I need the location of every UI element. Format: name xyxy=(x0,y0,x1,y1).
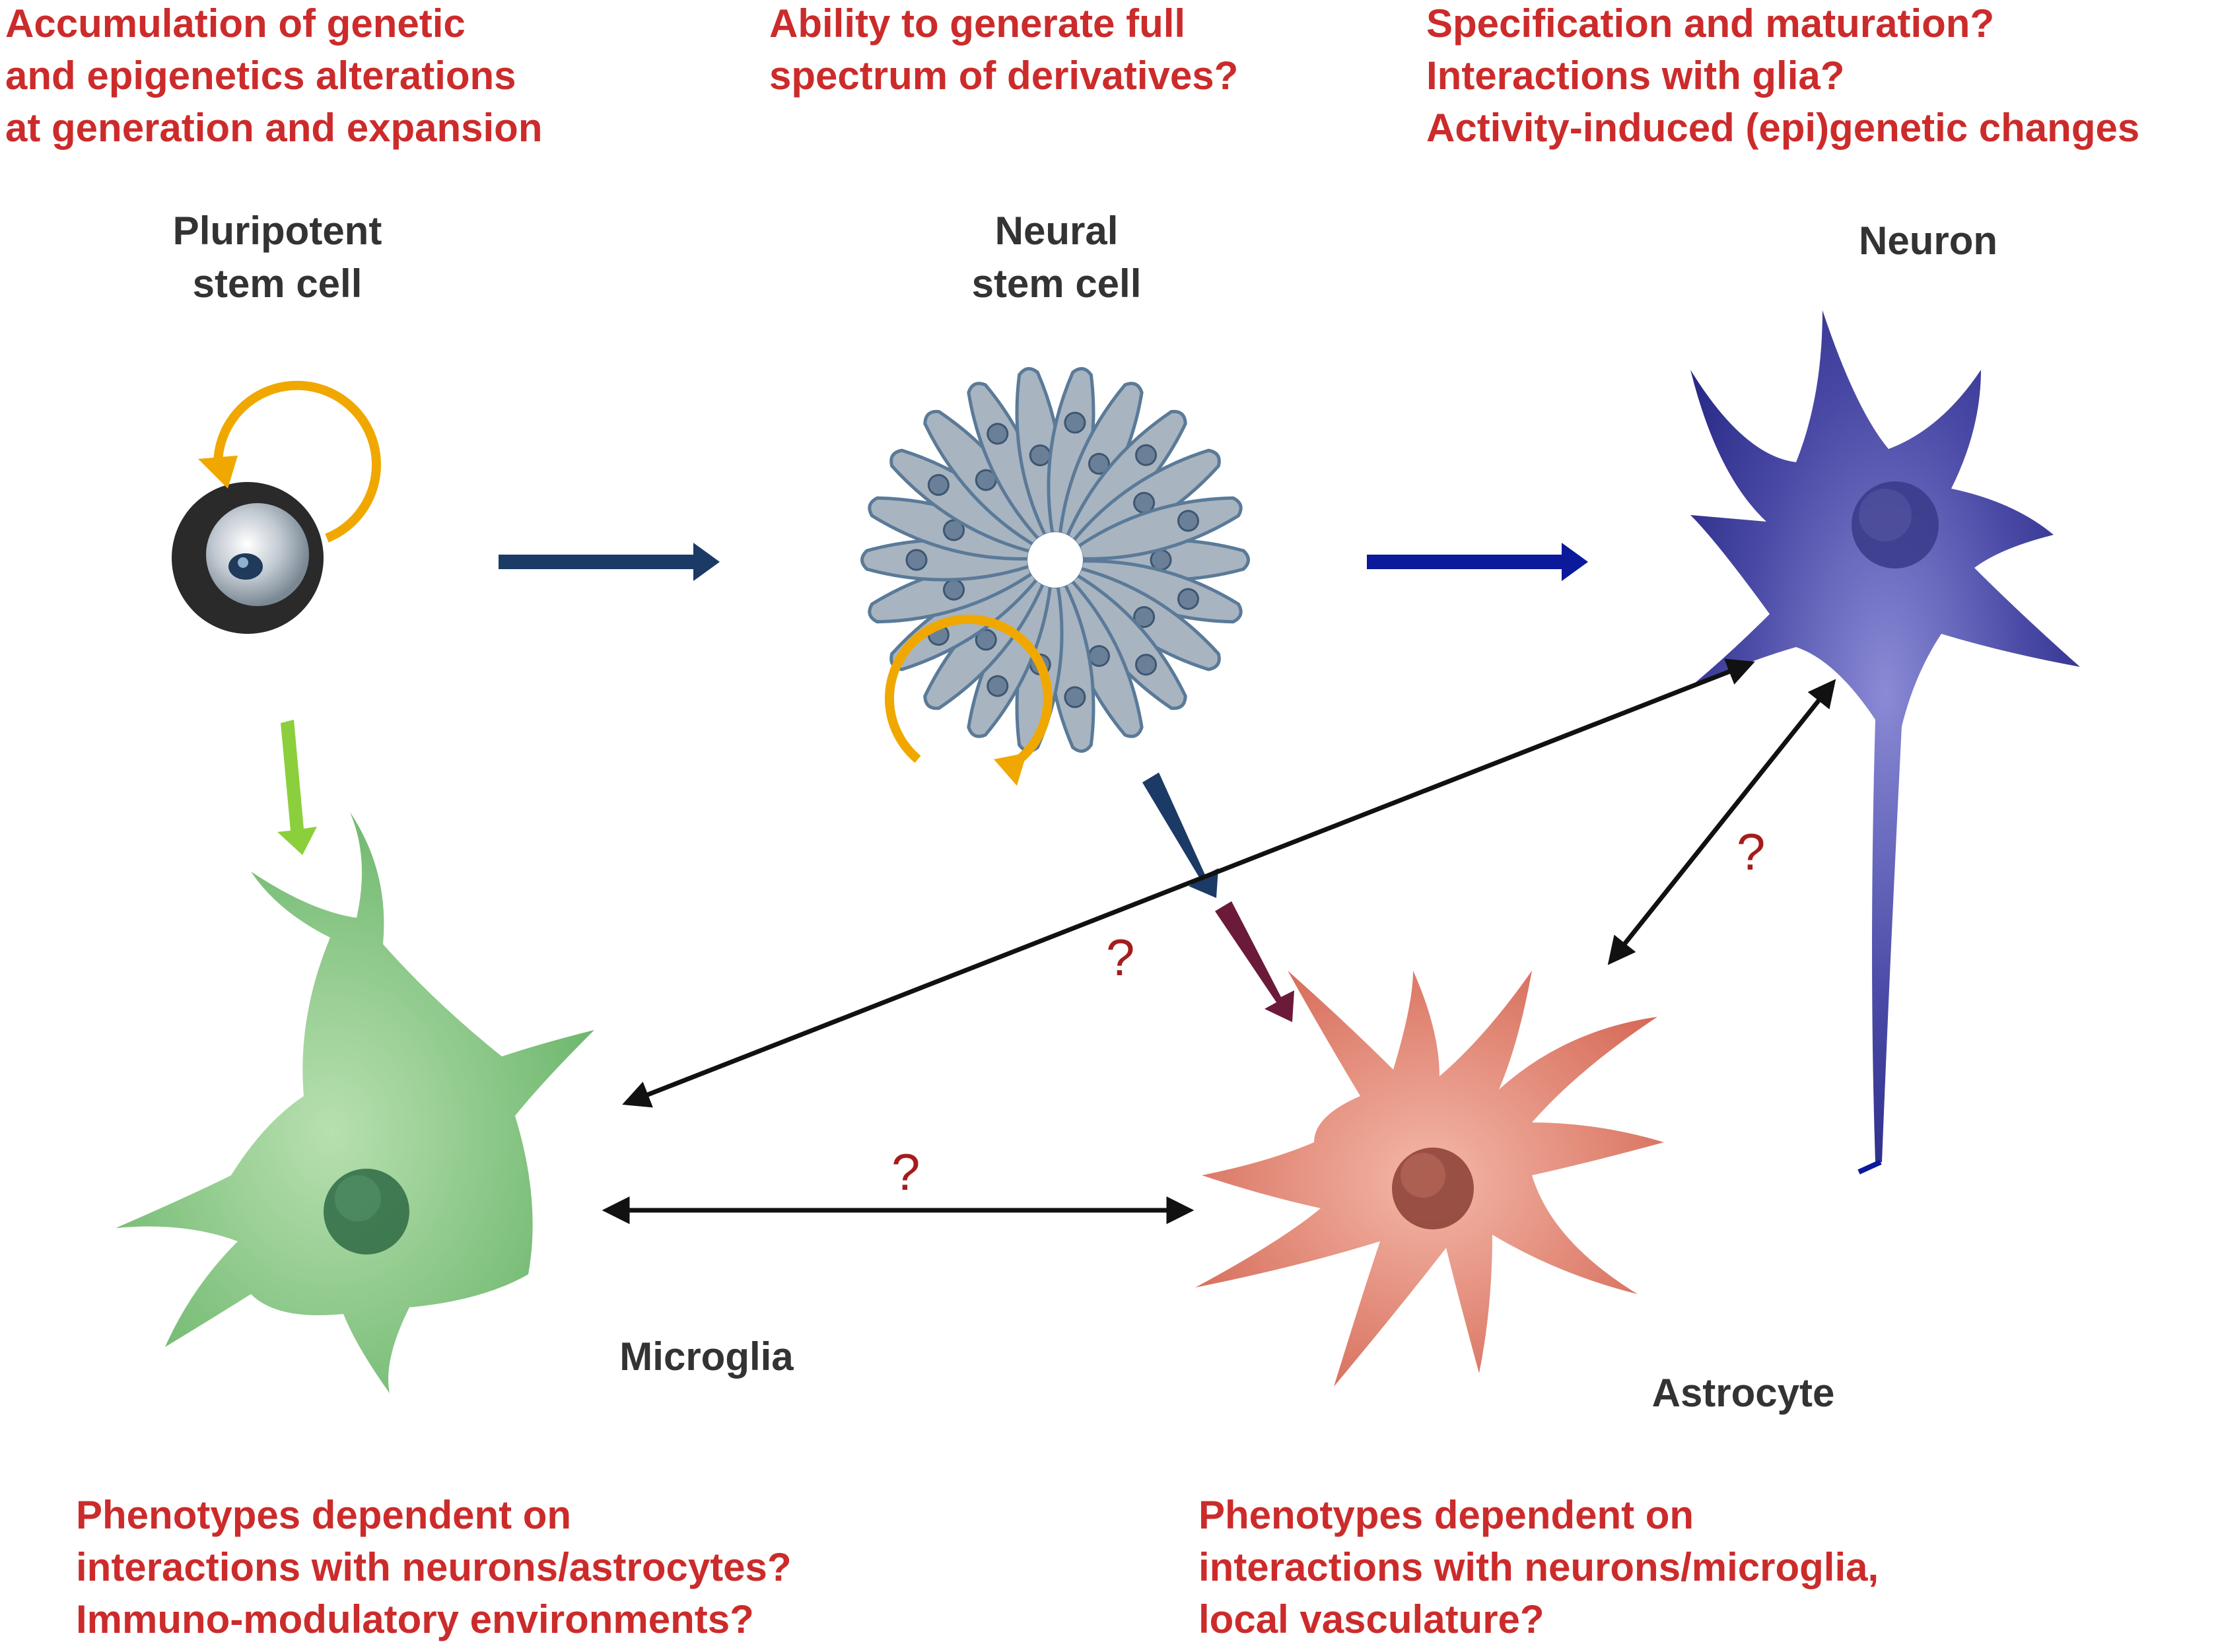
label-astrocyte: Astrocyte xyxy=(1611,1367,1875,1420)
note-line: interactions with neurons/astrocytes? xyxy=(76,1545,792,1589)
arrow-neuron-astrocyte xyxy=(1607,679,1836,965)
arrow-microglia-neuron xyxy=(622,658,1755,1108)
rosette-lumen xyxy=(1027,532,1083,588)
note-pluripotent: Accumulation of genetic and epigenetics … xyxy=(5,0,543,154)
question-mark-microglia-astrocyte: ? xyxy=(891,1143,920,1201)
note-line: Phenotypes dependent on xyxy=(1198,1493,1694,1537)
note-line: local vasculature? xyxy=(1198,1597,1544,1641)
label-line: Microglia xyxy=(619,1334,794,1379)
astrocyte-icon xyxy=(1195,971,1664,1387)
note-neuron: Specification and maturation? Interactio… xyxy=(1426,0,2139,154)
label-neural-stem-cell: Neural stem cell xyxy=(898,205,1215,310)
note-line: Interactions with glia? xyxy=(1426,53,1845,98)
note-line: Ability to generate full xyxy=(769,1,1186,46)
neural-rosette-icon xyxy=(860,366,1250,753)
note-line: Phenotypes dependent on xyxy=(76,1493,572,1537)
note-line: Activity-induced (epi)genetic changes xyxy=(1426,106,2140,150)
note-line: and epigenetics alterations xyxy=(5,53,516,98)
label-line: stem cell xyxy=(971,261,1142,306)
label-neuron: Neuron xyxy=(1789,215,2067,267)
note-line: spectrum of derivatives? xyxy=(769,53,1239,98)
question-mark-microglia-neuron: ? xyxy=(1106,928,1135,986)
pluripotent-stem-cell-icon xyxy=(172,482,324,634)
note-line: interactions with neurons/microglia, xyxy=(1198,1545,1879,1589)
arrow-neural-to-neuron xyxy=(1367,543,1588,581)
label-microglia: Microglia xyxy=(581,1330,832,1383)
note-microglia: Phenotypes dependent on interactions wit… xyxy=(76,1489,792,1645)
arrow-neural-to-astrocyte-lower xyxy=(1215,901,1294,1022)
note-line: Immuno-modulatory environments? xyxy=(76,1597,754,1641)
label-line: stem cell xyxy=(192,261,363,306)
pluripotent-self-renewal-arrow-icon xyxy=(198,380,381,543)
arrow-pluripotent-to-microglia xyxy=(277,720,317,855)
label-line: Astrocyte xyxy=(1651,1371,1835,1415)
arrow-pluripotent-to-neural xyxy=(499,543,720,581)
note-line: at generation and expansion xyxy=(5,106,543,150)
microglia-icon xyxy=(116,812,594,1393)
label-line: Neuron xyxy=(1859,219,1997,263)
note-line: Accumulation of genetic xyxy=(5,1,466,46)
note-astrocyte: Phenotypes dependent on interactions wit… xyxy=(1198,1489,1879,1645)
label-line: Pluripotent xyxy=(172,209,382,253)
note-neural-stem: Ability to generate full spectrum of der… xyxy=(769,0,1238,102)
label-line: Neural xyxy=(994,209,1119,253)
note-line: Specification and maturation? xyxy=(1426,1,1995,46)
rosette-cell xyxy=(1076,496,1243,561)
label-pluripotent-stem-cell: Pluripotent stem cell xyxy=(119,205,436,310)
question-mark-neuron-astrocyte: ? xyxy=(1737,823,1766,881)
arrow-neural-to-astrocyte-upper xyxy=(1142,773,1218,898)
neuron-icon xyxy=(1690,310,2080,1175)
